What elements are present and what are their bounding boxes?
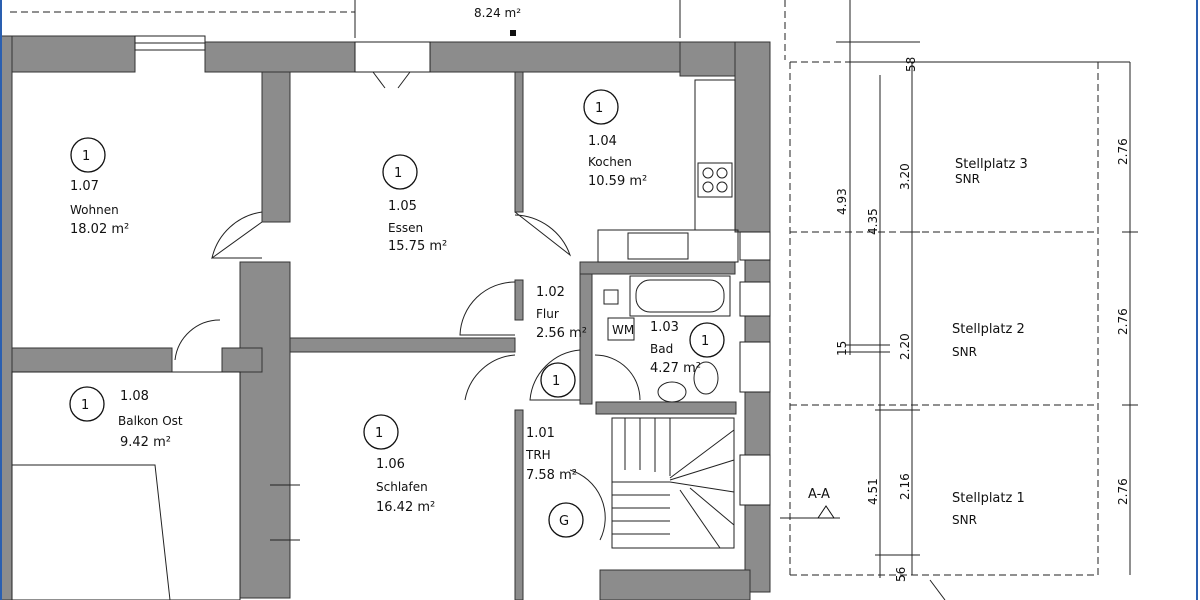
wm-label: WM xyxy=(612,323,634,337)
room-area: 9.42 m² xyxy=(120,435,171,450)
room-area: 10.59 m² xyxy=(588,174,647,189)
room-marker: 1 xyxy=(552,374,560,389)
room-number: 1.05 xyxy=(388,199,417,214)
dim-56: 56 xyxy=(894,567,908,582)
doors xyxy=(174,71,641,541)
top-terrace: 8.24 m² xyxy=(10,0,681,38)
kitchen-fixtures xyxy=(597,79,739,263)
room-marker: 1 xyxy=(701,334,709,349)
room-marker: G xyxy=(559,514,569,529)
room-area: 7.58 m² xyxy=(526,468,577,483)
parking-2-depth: 2.76 xyxy=(1116,308,1130,335)
room-name: TRH xyxy=(525,448,551,462)
top-area-label: 8.24 m² xyxy=(474,6,521,20)
room-area: 4.27 m² xyxy=(650,361,701,376)
dim-4-93: 4.93 xyxy=(835,188,849,215)
room-name: Kochen xyxy=(588,155,632,169)
room-name: Balkon Ost xyxy=(118,414,183,428)
dim-4-35: 4.35 xyxy=(866,208,880,235)
parking-3-note: SNR xyxy=(955,172,980,186)
room-number: 1.08 xyxy=(120,389,149,404)
room-bad: 1.03 Bad 4.27 m² 1 xyxy=(650,320,725,376)
room-marker: 1 xyxy=(394,166,402,181)
room-essen: 1 1.05 Essen 15.75 m² xyxy=(382,154,447,254)
room-name: Essen xyxy=(388,221,423,235)
parking-2-name: Stellplatz 2 xyxy=(952,322,1025,337)
room-number: 1.01 xyxy=(526,426,555,441)
parking-1-depth: 2.76 xyxy=(1116,478,1130,505)
room-number: 1.06 xyxy=(376,457,405,472)
room-area: 15.75 m² xyxy=(388,239,447,254)
section-marker: A-A xyxy=(780,487,840,519)
room-name: Bad xyxy=(650,342,673,356)
parking-labels: Stellplatz 3 SNR Stellplatz 2 SNR Stellp… xyxy=(952,157,1028,527)
parking-3-name: Stellplatz 3 xyxy=(955,157,1028,172)
parking-3-depth: 2.76 xyxy=(1116,138,1130,165)
room-area: 18.02 m² xyxy=(70,222,129,237)
room-marker: 1 xyxy=(82,149,90,164)
dimension-lines: 58 4.93 4.35 3.20 15 2.20 4.51 2.16 56 2… xyxy=(835,0,1138,600)
room-flur: 1.02 Flur 2.56 m² 1 xyxy=(536,285,587,398)
dim-2-20: 2.20 xyxy=(898,333,912,360)
room-marker: 1 xyxy=(595,101,603,116)
parking-area xyxy=(784,0,1099,576)
room-area: 16.42 m² xyxy=(376,500,435,515)
room-number: 1.07 xyxy=(70,179,99,194)
room-kochen: 1 1.04 Kochen 10.59 m² xyxy=(583,89,647,189)
dim-2-16: 2.16 xyxy=(898,473,912,500)
room-marker: 1 xyxy=(375,426,383,441)
parking-2-note: SNR xyxy=(952,345,977,359)
room-name: Wohnen xyxy=(70,203,119,217)
room-wohnen: 1 1.07 Wohnen 18.02 m² xyxy=(70,137,129,237)
dim-4-51: 4.51 xyxy=(866,478,880,505)
room-name: Schlafen xyxy=(376,480,428,494)
room-schlafen: 1 1.06 Schlafen 16.42 m² xyxy=(363,414,435,515)
walls xyxy=(0,35,771,600)
room-balkon: 1 1.08 Balkon Ost 9.42 m² xyxy=(69,386,183,450)
parking-1-note: SNR xyxy=(952,513,977,527)
room-number: 1.04 xyxy=(588,134,617,149)
room-number: 1.03 xyxy=(650,320,679,335)
room-name: Flur xyxy=(536,307,559,321)
section-label: A-A xyxy=(808,487,830,502)
room-area: 2.56 m² xyxy=(536,326,587,341)
bathroom-fixtures: WM xyxy=(603,275,731,403)
windows xyxy=(134,35,771,506)
dim-3-20: 3.20 xyxy=(898,163,912,190)
staircase xyxy=(611,417,735,549)
balcony-outline xyxy=(11,371,241,600)
room-trh: 1.01 TRH 7.58 m² G xyxy=(525,426,584,538)
dim-15: 15 xyxy=(835,341,849,356)
dim-58: 58 xyxy=(904,57,918,72)
parking-1-name: Stellplatz 1 xyxy=(952,491,1025,506)
room-number: 1.02 xyxy=(536,285,565,300)
room-marker: 1 xyxy=(81,398,89,413)
